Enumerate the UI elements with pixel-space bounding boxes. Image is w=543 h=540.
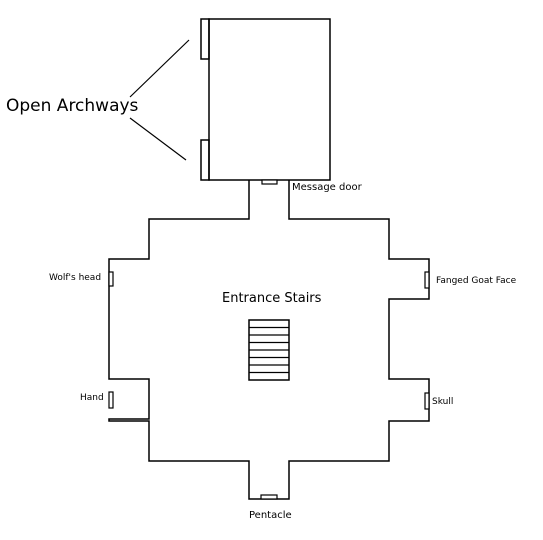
label-pentacle: Pentacle (249, 510, 292, 521)
label-message-door: Message door (292, 182, 362, 193)
pentacle-door (260, 494, 278, 500)
pointer-line-upper (129, 39, 190, 98)
label-fanged-goat-face: Fanged Goat Face (436, 276, 517, 286)
label-wolfs-head: Wolf's head (49, 273, 102, 283)
main-chamber-outline (108, 180, 430, 500)
fanged-goat-face-door (424, 271, 430, 289)
skull-door (424, 392, 430, 410)
archway-upper (200, 18, 210, 60)
label-entrance-stairs: Entrance Stairs (222, 291, 322, 306)
hand-door (108, 391, 114, 409)
upper-room (208, 18, 331, 181)
label-open-archways: Open Archways (6, 96, 139, 116)
wolfs-head-door (108, 271, 114, 287)
entrance-stairs-icon (248, 319, 290, 381)
label-hand: Hand (80, 393, 104, 403)
message-door (261, 179, 278, 185)
pointer-line-lower (129, 117, 187, 161)
label-skull: Skull (432, 397, 454, 407)
archway-lower (200, 139, 210, 181)
